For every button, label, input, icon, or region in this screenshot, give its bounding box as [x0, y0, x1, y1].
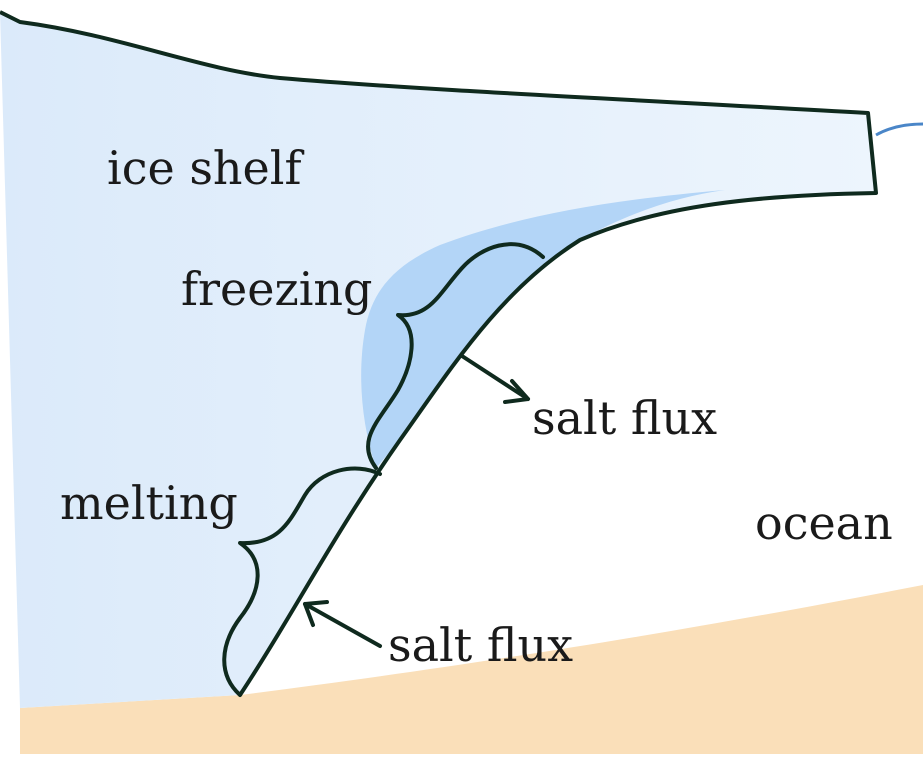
water-line — [876, 124, 923, 135]
melting-label: melting — [60, 480, 238, 526]
salt-flux-label-lower: salt flux — [388, 622, 573, 668]
ocean-label: ocean — [755, 500, 893, 546]
ice-shelf-label: ice shelf — [107, 145, 302, 191]
freezing-label: freezing — [181, 266, 372, 312]
salt-flux-arrow-lower — [305, 604, 380, 646]
salt-flux-arrow-upper — [462, 356, 528, 399]
salt-flux-label-upper: salt flux — [532, 395, 717, 441]
